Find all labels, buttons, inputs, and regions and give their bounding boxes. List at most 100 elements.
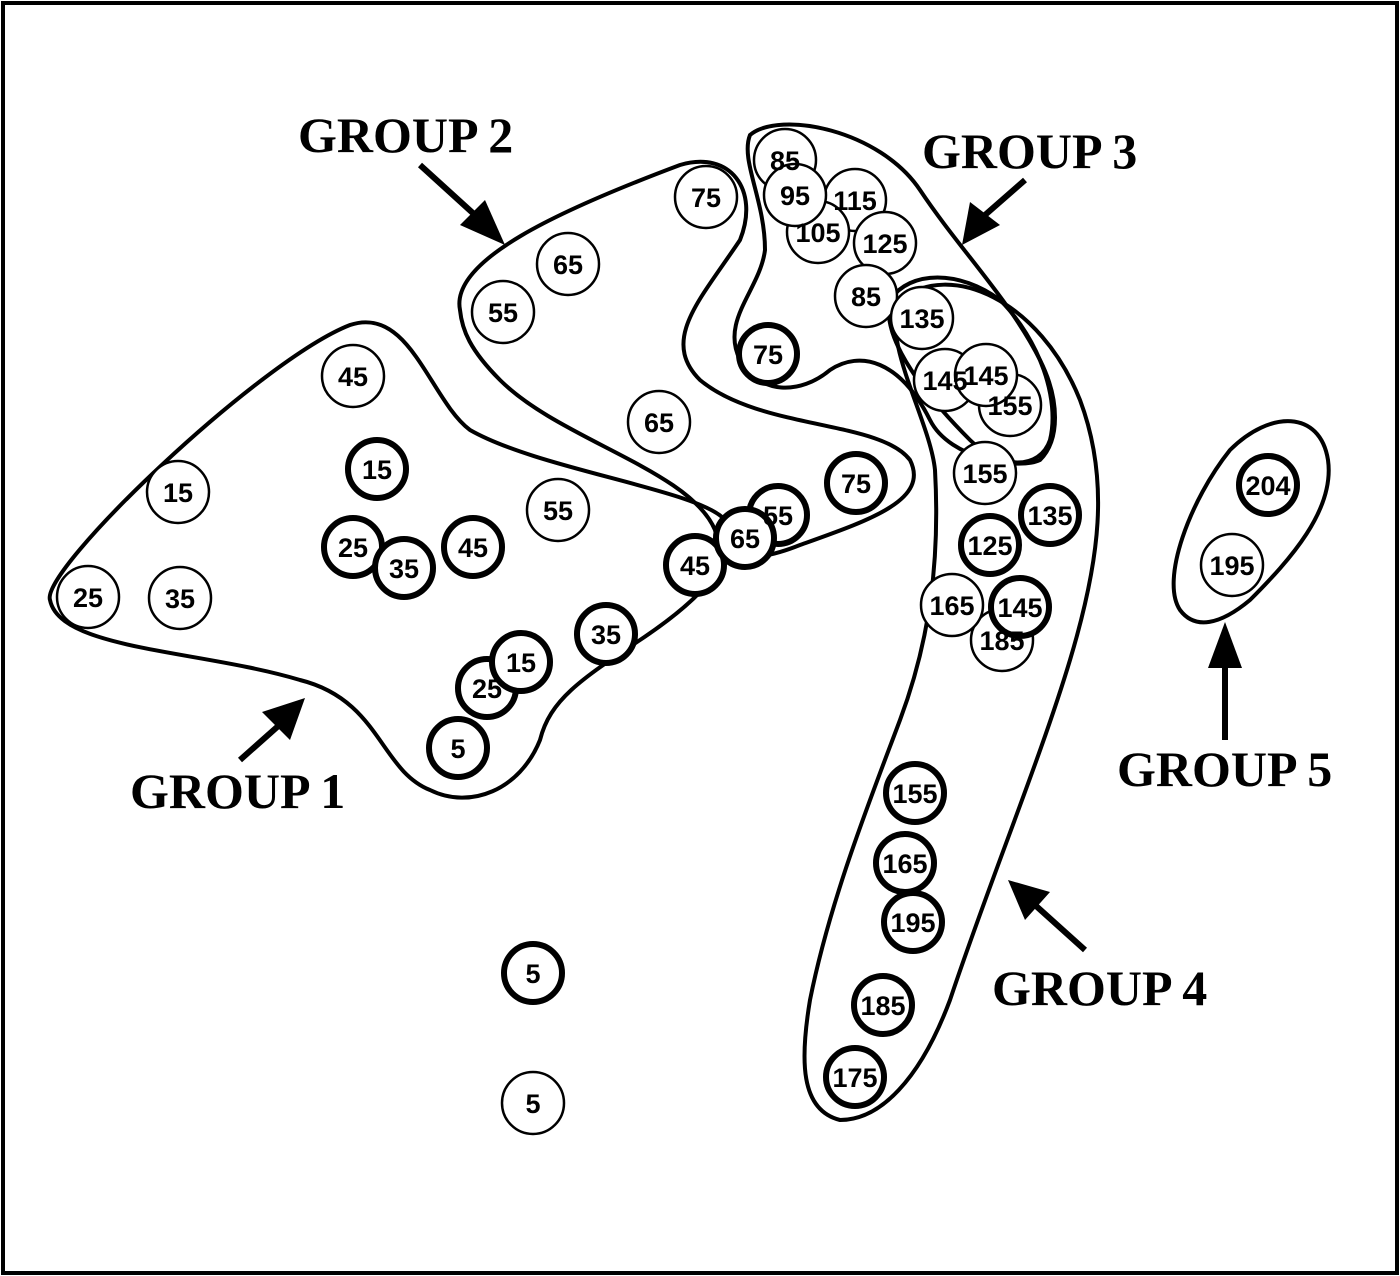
group-1-outline [47,320,731,800]
sample-point-circle [426,716,490,780]
sample-point-label: 105 [795,218,840,248]
sample-point-label: 15 [163,478,193,508]
sample-point-label: 75 [841,469,871,499]
sample-point-label: 165 [929,591,974,621]
sample-point-label: 195 [890,908,935,938]
sample-point-circle [823,1045,887,1109]
group-2-label: GROUP 2 [298,107,513,163]
sample-point-circle [952,440,1018,506]
sample-point-circle [372,536,436,600]
sample-point-label: 5 [525,959,540,989]
sample-point-label: 85 [851,282,881,312]
sample-point-label: 165 [882,849,927,879]
sample-point-circle [145,459,211,525]
sample-point-label: 145 [963,361,1008,391]
sample-point-circle [851,973,915,1037]
sample-point-circle [626,389,692,455]
sample-point-label: 145 [922,366,967,396]
sample-point-circle [953,342,1019,408]
group-2-outline [457,159,916,559]
group-2-arrow-icon [417,162,505,245]
sample-point-circle [345,437,409,501]
sample-point-label: 25 [472,674,502,704]
sample-point-label: 55 [488,298,518,328]
sample-point-label: 135 [1027,501,1072,531]
sample-point-circle [525,477,591,543]
sample-point-label: 135 [899,304,944,334]
sample-point-label: 25 [73,583,103,613]
sample-point-label: 35 [165,584,195,614]
sample-point-label: 65 [730,524,760,554]
sample-point-label: 95 [780,181,810,211]
sample-point-label: 204 [1245,471,1290,501]
sample-point-label: 65 [553,250,583,280]
group-4-arrow-icon [1008,880,1088,953]
group-3-outline [732,122,1057,466]
sample-point-label: 35 [591,620,621,650]
sample-point-circle [736,322,800,386]
sample-point-label: 15 [506,648,536,678]
sample-point-circle [1018,483,1082,547]
sample-point-label: 185 [860,991,905,1021]
sample-point-circle [958,513,1022,577]
sample-point-label: 65 [644,408,674,438]
group-3-label: GROUP 3 [922,123,1137,179]
sample-point-circle [470,279,536,345]
sample-point-label: 45 [338,362,368,392]
sample-point-label: 45 [458,533,488,563]
sample-point-circle [663,533,727,597]
sample-point-label: 55 [763,501,793,531]
sample-point-circle [833,263,899,329]
sample-point-circle [320,343,386,409]
sample-point-label: 55 [543,496,573,526]
sample-point-label: 115 [833,186,877,216]
sample-point-circle [762,162,828,228]
sample-point-circle [441,515,505,579]
sample-point-circle [919,572,985,638]
sample-point-label: 85 [770,146,800,176]
sample-point-label: 45 [680,551,710,581]
sample-point-label: 155 [962,459,1007,489]
group-5-arrow-icon [1208,622,1242,740]
sample-point-circle [881,890,945,954]
sample-point-label: 75 [691,183,721,213]
sample-point-label: 125 [967,531,1012,561]
sample-point-circle [574,602,638,666]
sample-point-label: 25 [338,533,368,563]
group-5-outline [1171,419,1331,625]
sample-point-label: 175 [832,1063,877,1093]
sample-point-circle [1236,453,1300,517]
sample-point-circle [489,630,553,694]
sample-point-label: 15 [362,455,392,485]
sample-point-circle [673,164,739,230]
group-1-label: GROUP 1 [130,763,345,819]
sample-point-circle [1199,532,1265,598]
sample-point-circle [500,1070,566,1136]
sample-point-label: 35 [389,554,419,584]
sample-point-circle [883,761,947,825]
sample-point-circle [147,565,213,631]
sample-point-circle [55,564,121,630]
sample-point-label: 195 [1209,551,1254,581]
group-1-arrow-icon [238,698,305,763]
sample-point-label: 75 [753,340,783,370]
group-5-label: GROUP 5 [1117,741,1332,797]
sample-point-circle [889,285,955,351]
group-4-label: GROUP 4 [992,960,1207,1016]
sample-point-label: 155 [987,391,1032,421]
sample-point-label: 185 [979,626,1024,656]
sample-point-label: 145 [997,593,1042,623]
sample-point-label: 5 [450,734,465,764]
sample-point-label: 5 [525,1089,540,1119]
sample-point-circle [501,941,565,1005]
sample-point-label: 155 [892,779,937,809]
sample-point-circle [824,451,888,515]
group-3-arrow-icon [962,177,1027,245]
sample-point-circles [55,127,1300,1136]
sample-point-label: 125 [862,229,907,259]
sample-point-circle [535,231,601,297]
sample-point-circle [988,575,1052,639]
